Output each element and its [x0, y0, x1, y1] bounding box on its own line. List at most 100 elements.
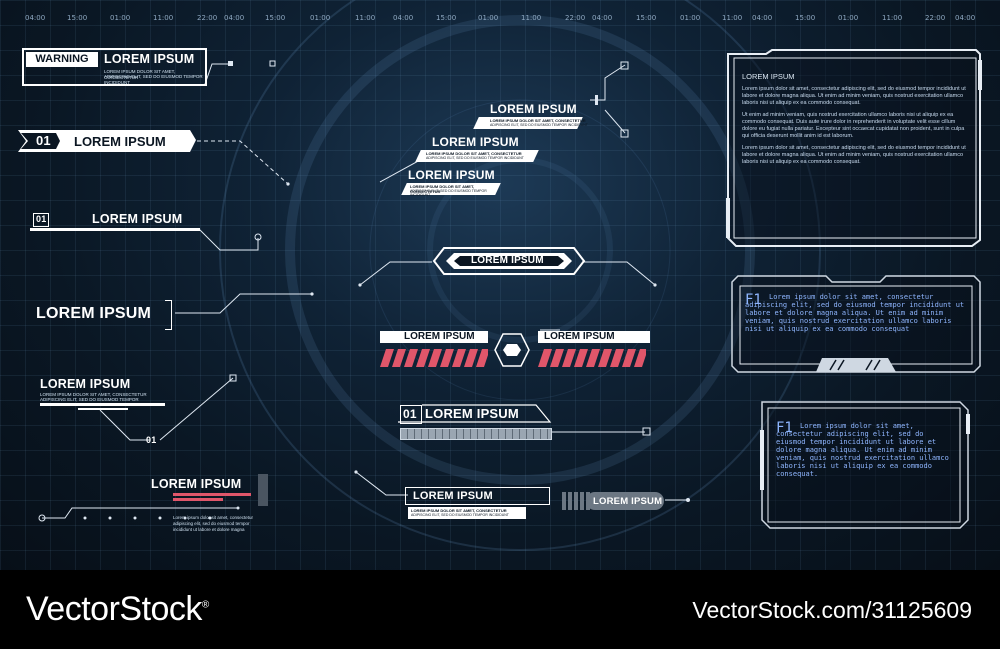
- panel-c-frame: [760, 401, 970, 529]
- red-stripe: [380, 349, 394, 367]
- ruler-tick: 01:00: [478, 14, 499, 22]
- line-01-underline: [30, 228, 200, 231]
- ruler-tick: 15:00: [67, 14, 88, 22]
- footer-bar: VectorStock® VectorStock.com/31125609: [0, 570, 1000, 649]
- stack-item-2-title: LOREM IPSUM: [432, 135, 519, 149]
- big-label-frame: [165, 300, 172, 330]
- bottom-box-text-2: ADIPISCING ELIT, SED DO EIUSMOD TEMPOR I…: [411, 513, 509, 517]
- stack-item-1: LOREM IPSUM LOREM IPSUM DOLOR SIT AMET, …: [473, 100, 588, 130]
- red-bars-left-plate: [380, 331, 488, 343]
- red-label-side-block: [258, 474, 268, 506]
- ruler-tick: 01:00: [838, 14, 859, 22]
- caption-1-number: 01: [146, 435, 157, 445]
- bottom-box-frame: [405, 487, 550, 505]
- red-bars-right-stripes: [538, 349, 646, 367]
- ruler-tick: 11:00: [722, 14, 743, 22]
- banner-01-title: LOREM IPSUM: [74, 134, 166, 149]
- bottom-box: LOREM IPSUM LOREM IPSUM DOLOR SIT AMET, …: [405, 487, 550, 519]
- hex-icon: [494, 333, 530, 367]
- center-badge-title: LOREM IPSUM: [471, 255, 544, 266]
- pill-title: LOREM IPSUM: [593, 496, 663, 507]
- panel-a-paragraph-3: Lorem ipsum dolor sit amet, consectetur …: [742, 145, 966, 165]
- red-stripe: [428, 349, 442, 367]
- warning-text-2: ADIPISCING ELIT, SED DO EIUSMOD TEMPOR I…: [104, 74, 203, 85]
- warning-label: WARNING LOREM IPSUM LOREM IPSUM DOLOR SI…: [22, 48, 207, 86]
- ruler-tick: 04:00: [592, 14, 613, 22]
- panel-c-text: Lorem ipsum dolor sit amet, consectetur …: [776, 422, 949, 478]
- line-01-box: [33, 213, 49, 227]
- stack-item-2: LOREM IPSUM LOREM IPSUM DOLOR SIT AMET, …: [415, 133, 542, 163]
- progress-01-frame: [398, 404, 552, 423]
- panel-b-text: Lorem ipsum dolor sit amet, consectetur …: [745, 293, 965, 333]
- panel-a-paragraph-1: Lorem ipsum dolor sit amet, consectetur …: [742, 86, 966, 106]
- red-label-title: LOREM IPSUM: [151, 477, 242, 491]
- ruler-tick: 22:00: [565, 14, 586, 22]
- caption-1-title: LOREM IPSUM: [40, 377, 131, 391]
- ruler-tick: 22:00: [197, 14, 218, 22]
- stack-item-2-text-1: LOREM IPSUM DOLOR SIT AMET, CONSECTETUR: [426, 151, 522, 156]
- caption-1-bar-2: [78, 408, 128, 410]
- banner-01-shape: [18, 130, 196, 152]
- big-label-title: LOREM IPSUM: [36, 305, 152, 322]
- stack-item-3-text-1: LOREM IPSUM DOLOR SIT AMET, CONSECTETUR: [410, 184, 475, 194]
- stack-item-2-text-2: ADIPISCING ELIT, SED DO EIUSMOD TEMPOR I…: [426, 156, 524, 160]
- ruler-tick: 04:00: [955, 14, 976, 22]
- stack-item-1-title: LOREM IPSUM: [490, 102, 577, 116]
- progress-01-bar: [400, 428, 552, 440]
- brand-logo: VectorStock®: [26, 590, 209, 629]
- red-stripe: [574, 349, 588, 367]
- stack-item-3-title: LOREM IPSUM: [408, 168, 495, 182]
- red-stripe: [610, 349, 624, 367]
- ruler-tick: 11:00: [153, 14, 174, 22]
- red-stripe: [464, 349, 478, 367]
- center-badge-shape: [432, 247, 586, 275]
- red-bars-right-title: LOREM IPSUM: [544, 331, 615, 342]
- bottom-box-plate: [408, 507, 526, 519]
- warning-text-1: LOREM IPSUM DOLOR SIT AMET, CONSECTETUR: [104, 69, 176, 80]
- red-bars-right-plate: [538, 331, 650, 343]
- red-stripe: [586, 349, 600, 367]
- red-label-text-3: incididunt ut labore et dolore magna: [173, 527, 245, 532]
- red-stripe: [404, 349, 418, 367]
- caption-1-bar: [40, 403, 165, 406]
- red-label-text-2: adipiscing elit, sed do eiusmod tempor: [173, 521, 250, 526]
- red-bars-right: LOREM IPSUM: [538, 331, 650, 369]
- caption-1-text-1: LOREM IPSUM DOLOR SIT AMET, CONSECTETUR: [40, 392, 147, 397]
- red-stripe: [598, 349, 612, 367]
- caption-1-text-2: ADIPISCING ELIT, SED DO EIUSMOD TEMPOR: [40, 397, 139, 402]
- progress-01-box: [400, 405, 422, 424]
- red-stripe: [622, 349, 636, 367]
- warning-title: LOREM IPSUM: [104, 52, 195, 66]
- ruler-tick: 11:00: [521, 14, 542, 22]
- panel-c-tag: F1: [776, 420, 793, 436]
- ruler-tick: 01:00: [110, 14, 131, 22]
- pill-label: [586, 492, 664, 510]
- red-stripe: [634, 349, 646, 367]
- red-label-text-1: Lorem ipsum dolor sit amet, consectetur: [173, 515, 254, 520]
- panel-b-frame: [731, 275, 981, 373]
- ruler-tick: 11:00: [882, 14, 903, 22]
- warning-tag: WARNING: [26, 52, 98, 67]
- red-bars-left-stripes: [380, 349, 488, 367]
- ruler-tick: 15:00: [636, 14, 657, 22]
- hud-canvas: 04:00 15:00 01:00 11:00 22:00 04:00 15:00 01:00…: [0, 0, 1000, 570]
- red-stripe: [392, 349, 406, 367]
- progress-01-number: 01: [403, 407, 417, 421]
- panel-a-title: LOREM IPSUM: [742, 72, 795, 81]
- background-grid: [0, 0, 1000, 570]
- stack-item-3: LOREM IPSUM LOREM IPSUM DOLOR SIT AMET, …: [401, 166, 502, 197]
- red-label-bars: [173, 493, 251, 503]
- progress-01-title: LOREM IPSUM: [425, 406, 519, 421]
- panel-a-paragraph-2: Ut enim ad minim veniam, quis nostrud ex…: [742, 112, 965, 139]
- ruler-tick: 15:00: [795, 14, 816, 22]
- ruler-tick: 04:00: [224, 14, 245, 22]
- ruler-tick: 15:00: [265, 14, 286, 22]
- ruler-tick: 04:00: [393, 14, 414, 22]
- ruler-tick: 04:00: [25, 14, 46, 22]
- ruler-tick: 22:00: [925, 14, 946, 22]
- red-stripe: [452, 349, 466, 367]
- red-stripe: [440, 349, 454, 367]
- red-stripe: [476, 349, 488, 367]
- ruler-tick: 01:00: [310, 14, 331, 22]
- panel-a-frame: [726, 49, 982, 247]
